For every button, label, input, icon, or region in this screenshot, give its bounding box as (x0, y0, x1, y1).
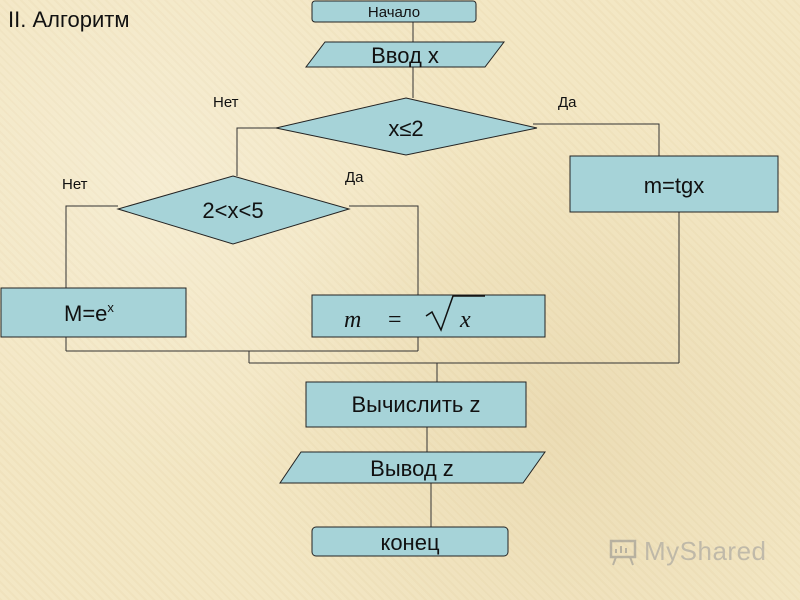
compute-node: Вычислить z (305, 381, 527, 428)
cond1-no-label: Нет (213, 94, 239, 111)
cond2-node: 2<x<5 (116, 175, 351, 245)
exp-formula: M=ex (64, 300, 114, 326)
start-node: Начало (311, 0, 477, 23)
connector-cond1-yes (533, 123, 660, 156)
connector-cond2-no (65, 205, 118, 288)
tg-node: m=tgx (569, 155, 779, 213)
tg-box (569, 155, 779, 213)
cond1-label: x≤2 (388, 116, 423, 141)
connector-cond1-no (236, 127, 292, 176)
cond1-yes-label: Да (558, 94, 577, 111)
slide-title: II. Алгоритм (8, 7, 130, 32)
end-label: конец (380, 530, 439, 555)
end-box (311, 526, 509, 557)
exp-base: M=e (64, 301, 107, 326)
cond2-yes-label: Да (345, 169, 364, 186)
watermark: MyShared (608, 536, 767, 567)
presentation-board-icon (609, 539, 637, 565)
input-parallelogram (304, 41, 506, 68)
connectors (65, 22, 680, 527)
end-node: конец (311, 526, 509, 557)
exp-box (0, 287, 187, 338)
exp-power: x (107, 300, 114, 315)
tg-label: m=tgx (644, 173, 705, 198)
cond2-no-label: Нет (62, 176, 88, 193)
input-label: Ввод x (371, 43, 439, 68)
cond2-label: 2<x<5 (202, 198, 263, 223)
input-node: Ввод x (304, 41, 506, 68)
output-label: Вывод z (370, 456, 454, 481)
cond1-diamond (275, 97, 538, 156)
compute-label: Вычислить z (351, 392, 480, 417)
sqrt-lhs: m (344, 307, 361, 333)
cond1-node: x≤2 (275, 97, 538, 156)
exp-node: M=ex (0, 287, 187, 338)
output-parallelogram (279, 451, 546, 484)
output-node: Вывод z (279, 451, 546, 484)
sqrt-arg: x (459, 307, 471, 333)
start-label: Начало (368, 4, 420, 21)
sqrt-radical-icon (425, 295, 485, 332)
watermark-text: MyShared (644, 536, 767, 566)
sqrt-equals: = (388, 307, 402, 333)
start-box (311, 0, 477, 23)
compute-box (305, 381, 527, 428)
sqrt-box (311, 294, 546, 338)
cond2-diamond (116, 175, 351, 245)
sqrt-node: m = x (311, 294, 546, 338)
connector-cond2-yes (349, 205, 419, 295)
